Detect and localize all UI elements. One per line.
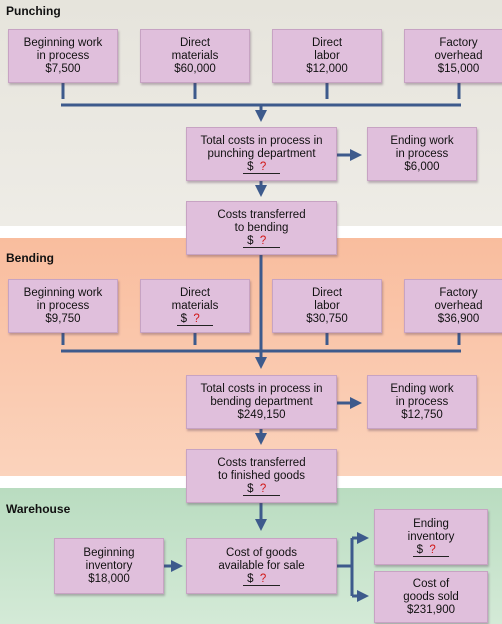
punch-ending-wip-box: Ending work in process $6,000 [367,127,477,181]
ending-inventory-unknown: $ ? [412,544,450,557]
bend-costs-transferred-box: Costs transferred to finished goods $ ? [186,449,337,503]
punch-total-costs-box: Total costs in process in punching depar… [186,127,337,181]
punch-direct-materials-box: Direct materials $60,000 [140,29,250,83]
bend-beginning-wip-box: Beginning work in process $9,750 [8,279,118,333]
bend-ending-wip-box: Ending work in process $12,750 [367,375,477,429]
punch-transferred-unknown: $ ? [243,235,280,248]
cost-of-goods-available-box: Cost of goods available for sale $ ? [186,538,337,594]
cost-of-goods-sold-box: Cost of goods sold $231,900 [374,571,488,623]
warehouse-section-title: Warehouse [6,502,71,516]
bend-factory-overhead-box: Factory overhead $36,900 [404,279,502,333]
cogas-unknown: $ ? [243,573,280,586]
bend-direct-materials-box: Direct materials $ ? [140,279,250,333]
punch-costs-transferred-box: Costs transferred to bending $ ? [186,201,337,255]
bend-direct-materials-unknown: $ ? [176,313,214,326]
bending-section-background [0,238,502,476]
bending-section-title: Bending [6,251,54,265]
bend-direct-labor-box: Direct labor $30,750 [272,279,382,333]
punch-total-costs-unknown: $ ? [243,161,280,174]
ending-inventory-box: Ending inventory $ ? [374,509,488,565]
bend-transferred-unknown: $ ? [243,483,280,496]
punching-section-title: Punching [6,4,61,18]
punch-beginning-wip-box: Beginning work in process $7,500 [8,29,118,83]
beginning-inventory-box: Beginning inventory $18,000 [54,538,164,594]
punch-factory-overhead-box: Factory overhead $15,000 [404,29,502,83]
punch-direct-labor-box: Direct labor $12,000 [272,29,382,83]
bend-total-costs-box: Total costs in process in bending depart… [186,375,337,429]
